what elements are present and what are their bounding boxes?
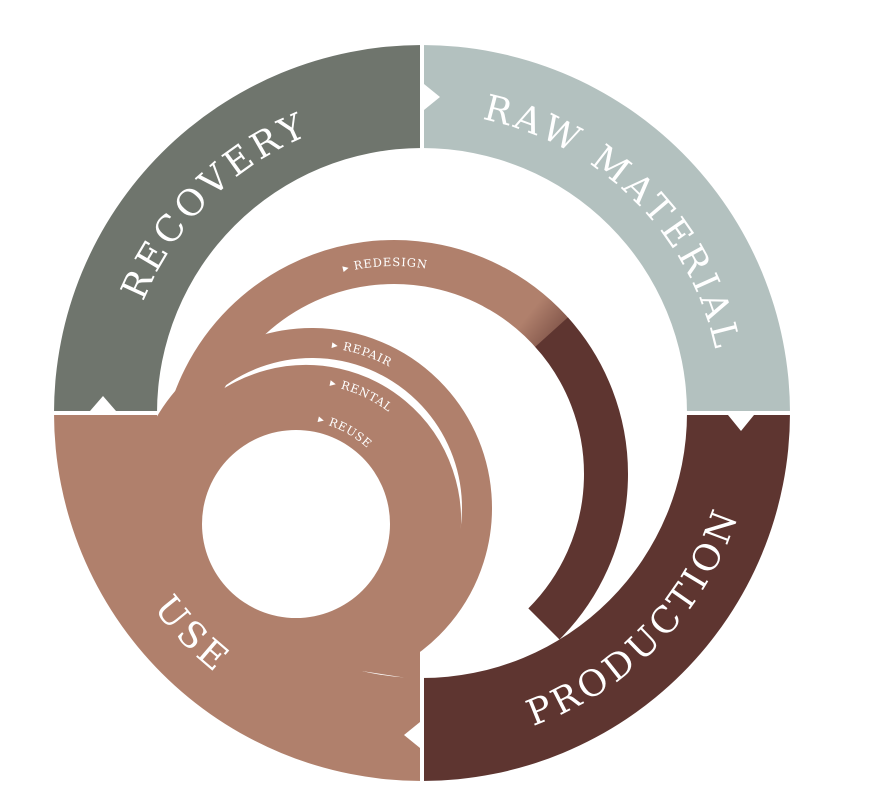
loop-redesign-dark: [528, 317, 628, 640]
loop-rental: [151, 365, 461, 620]
arrow-notch-icon: [90, 396, 116, 411]
divider: [52, 411, 792, 415]
arrow-notch-icon: [404, 722, 420, 748]
loop-redesign-transition: [482, 267, 574, 353]
phase-raw-material: [422, 45, 790, 413]
loop-reuse: [174, 402, 418, 566]
arrow-notch-icon: [728, 415, 754, 431]
inner-loops: [132, 240, 628, 685]
center-hole: [202, 430, 390, 618]
loop-repair: [132, 328, 492, 664]
arrow-notch-icon: [424, 84, 440, 110]
phase-production: [422, 413, 790, 781]
phase-recovery: [54, 45, 422, 413]
